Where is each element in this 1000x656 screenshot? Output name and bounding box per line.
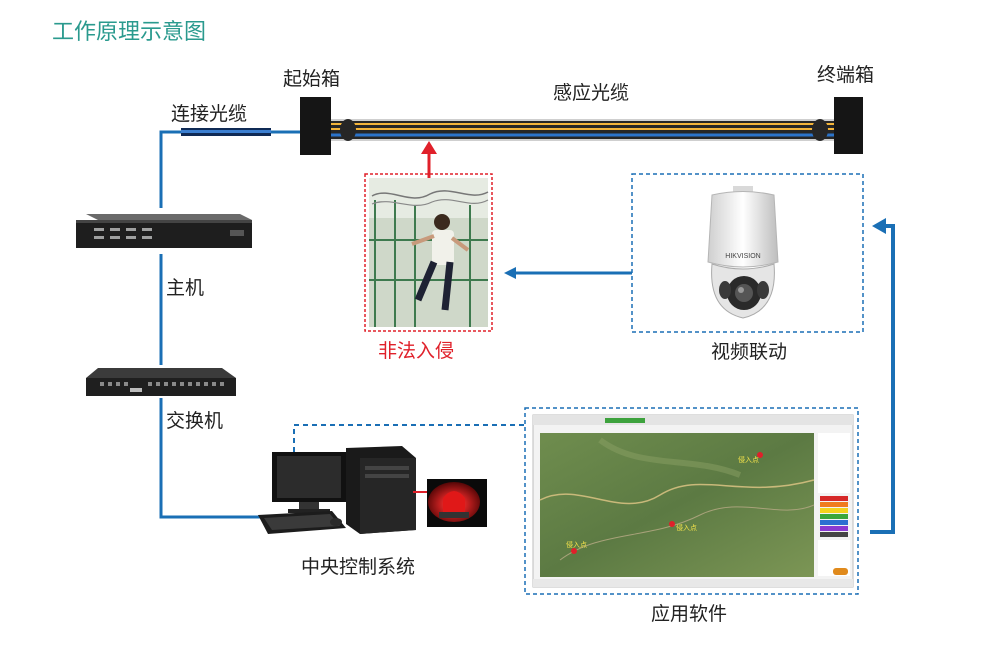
software-to-camera-arrow — [870, 218, 895, 534]
app-software-frame — [524, 407, 859, 595]
switch-to-pc-line — [159, 398, 272, 519]
network-switch-icon — [86, 368, 236, 396]
sensing-cable-label: 感应光缆 — [553, 82, 630, 104]
ptz-camera-icon: HIKVISION — [707, 186, 779, 319]
end-box-label: 终端箱 — [817, 64, 875, 86]
connect-cable — [181, 128, 271, 136]
map-marker-label-1: 侵入点 — [738, 455, 759, 464]
app-software-screenshot — [532, 414, 854, 588]
intrusion-arrow — [421, 141, 437, 178]
intrusion-photo-frame — [364, 173, 493, 332]
map-markers: 侵入点 侵入点 侵入点 — [566, 452, 763, 554]
central-control-label: 中央控制系统 — [301, 556, 416, 578]
host-label: 主机 — [166, 277, 205, 299]
map-marker-1: 侵入点 — [738, 452, 763, 464]
switch-label: 交换机 — [166, 410, 224, 432]
host-to-start-line — [159, 130, 300, 208]
app-software-label: 应用软件 — [651, 603, 728, 625]
map-marker-2: 侵入点 — [669, 521, 697, 532]
sensing-cable — [330, 119, 835, 141]
rack-host-icon — [76, 214, 252, 248]
start-box — [300, 97, 331, 155]
intrusion-label: 非法入侵 — [378, 340, 455, 362]
map-marker-3: 侵入点 — [566, 540, 587, 554]
map-marker-label-2: 侵入点 — [676, 523, 697, 532]
map-marker-label-3: 侵入点 — [566, 540, 587, 549]
end-box — [834, 97, 863, 154]
video-link-label: 视频联动 — [711, 341, 788, 363]
alarm-light-icon — [427, 479, 487, 527]
page-title: 工作原理示意图 — [52, 20, 207, 45]
connect-cable-label: 连接光缆 — [171, 103, 248, 125]
camera-brand-text: HIKVISION — [725, 253, 760, 260]
pc-to-software-dashed-line — [293, 424, 525, 452]
video-link-frame — [631, 173, 864, 333]
desktop-pc-icon — [258, 446, 416, 534]
start-box-label: 起始箱 — [283, 68, 341, 90]
intrusion-photo — [369, 178, 489, 327]
